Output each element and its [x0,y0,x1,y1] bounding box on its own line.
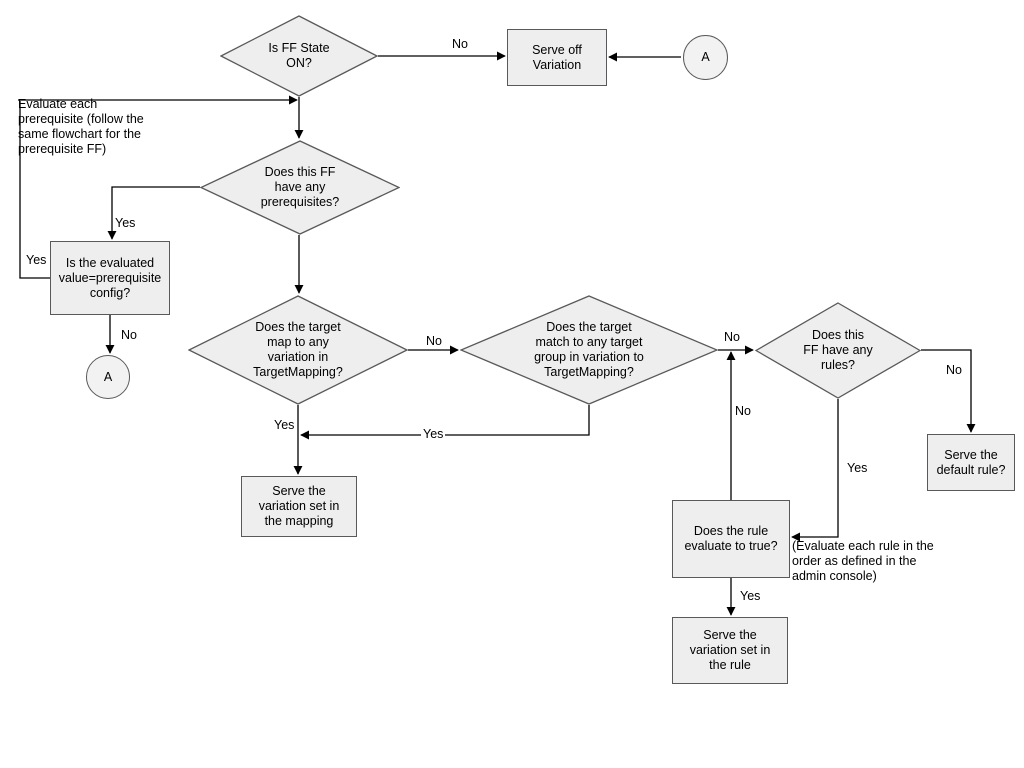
process-is-evaluated-value-prerequisite-config[interactable]: Is the evaluated value=prerequisite conf… [50,241,170,315]
diamond-shape [755,302,921,399]
decision-label: Is FF State ON? [268,41,330,70]
edge-label-evaluated-no: No [119,328,139,342]
note-prerequisite-evaluation: Evaluate each prerequisite (follow the s… [18,97,144,156]
edge-label-targetmap-yes: Yes [272,418,297,432]
edge-rules-yes [791,399,839,542]
edge-label-rule-eval-yes: Yes [738,589,763,603]
diamond-shape [188,295,408,405]
decision-is-ff-state-on[interactable]: Is FF State ON? [220,15,378,97]
diamond-shape [220,15,378,97]
process-serve-variation-set-in-mapping[interactable]: Serve the variation set in the mapping [241,476,357,537]
note-rule-order: (Evaluate each rule in the order as defi… [792,539,934,583]
edge-label-targetgroup-yes: Yes [421,427,446,441]
decision-label: Does the target match to any target grou… [534,320,644,379]
edge-label-rules-yes: Yes [845,461,870,475]
decision-label: Does this FF have any rules? [803,328,873,372]
decision-label: Does the target map to any variation in … [253,320,343,379]
process-serve-off-variation[interactable]: Serve off Variation [507,29,607,86]
decision-does-ff-have-prerequisites[interactable]: Does this FF have any prerequisites? [200,140,400,235]
edge-label-prereq-loop-yes: Yes [24,253,49,267]
edge-label-rule-false-no: No [733,404,753,418]
process-does-rule-evaluate-to-true[interactable]: Does the rule evaluate to true? [672,500,790,578]
diamond-shape [200,140,400,235]
decision-does-ff-have-rules[interactable]: Does this FF have any rules? [755,302,921,399]
connector-a-top[interactable]: A [683,35,728,80]
edge-label-targetmap-no: No [424,334,444,348]
decision-does-target-map-to-variation[interactable]: Does the target map to any variation in … [188,295,408,405]
diamond-shape [460,295,718,405]
connector-a-bottom[interactable]: A [86,355,130,399]
edge-label-state-on-no: No [450,37,470,51]
edge-label-rules-no: No [944,363,964,377]
process-serve-default-rule[interactable]: Serve the default rule? [927,434,1015,491]
decision-does-target-match-target-group[interactable]: Does the target match to any target grou… [460,295,718,405]
process-serve-variation-set-in-rule[interactable]: Serve the variation set in the rule [672,617,788,684]
decision-label: Does this FF have any prerequisites? [260,165,340,209]
edge-label-prereq-yes: Yes [113,216,138,230]
edge-prereq-yes [107,186,200,240]
edge-label-targetgroup-no: No [722,330,742,344]
